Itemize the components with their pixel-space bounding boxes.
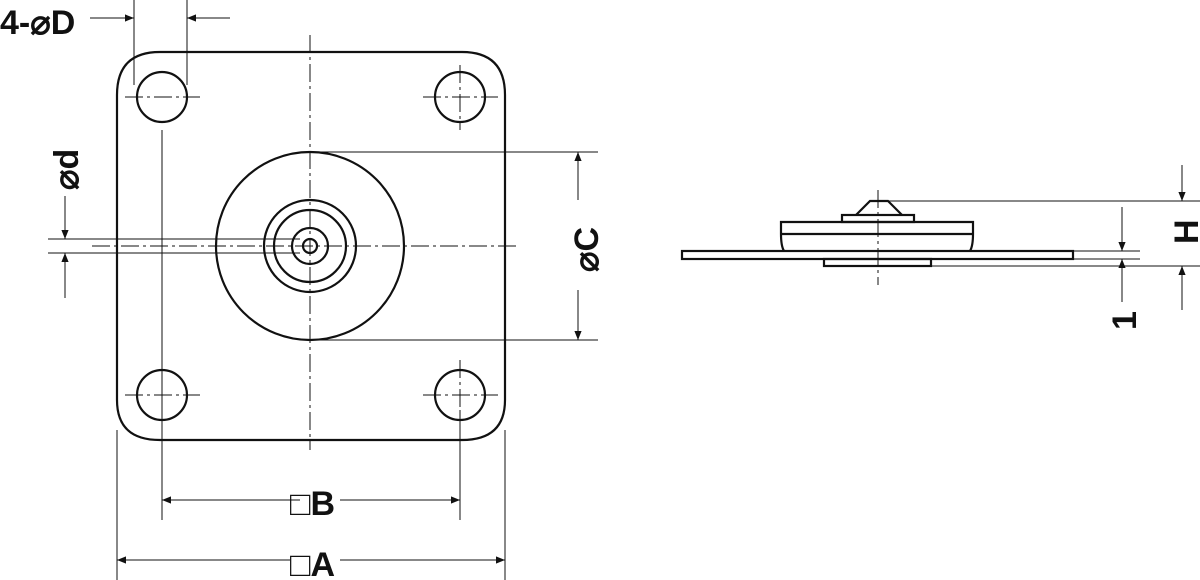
stud-head: [855, 199, 903, 216]
centerlines: [92, 35, 520, 450]
disc-diameter-label: ⌀C: [568, 227, 606, 272]
rubber-disc: [779, 220, 975, 252]
hole-pitch-label: □B: [290, 485, 335, 523]
thickness-label: 1: [1106, 311, 1144, 330]
plate-outline: [115, 50, 507, 442]
holes-dimension-label: 4-⌀D: [0, 4, 75, 42]
mounting-holes: [125, 65, 498, 430]
plate-size-label: □A: [290, 546, 335, 580]
height-label: H: [1168, 219, 1200, 244]
front-view: 4-⌀D □B □A ⌀C ⌀d: [0, 0, 606, 580]
side-view: H 1: [680, 165, 1200, 330]
bore-diameter-label: ⌀d: [48, 149, 86, 190]
